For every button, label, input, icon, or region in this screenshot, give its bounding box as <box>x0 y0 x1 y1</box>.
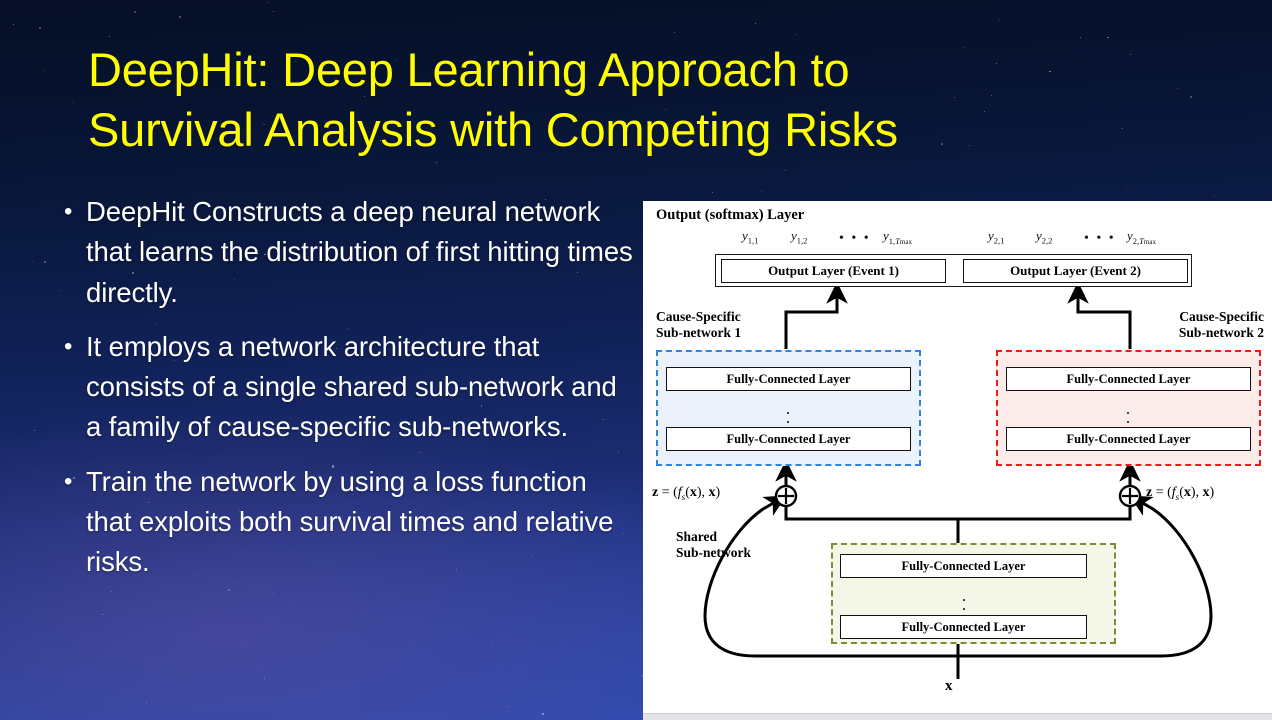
vertical-ellipsis-sub2: ... <box>1125 399 1131 435</box>
input-x-label: x <box>945 678 953 694</box>
y-label-2-1: y2,1 <box>988 228 1005 246</box>
y-label-2-tmax: y2,Tmax <box>1127 228 1156 246</box>
bullet-marker-icon: • <box>64 198 73 225</box>
bullet-text: It employs a network architecture that c… <box>86 330 617 443</box>
list-item: • Train the network by using a loss func… <box>56 462 638 583</box>
y-label-1-1: y1,1 <box>742 228 759 246</box>
ellipsis-event2: • • • <box>1084 231 1116 246</box>
page-title: DeepHit: Deep Learning Approach to Survi… <box>88 43 898 156</box>
figure-bottom-strip <box>643 713 1272 720</box>
cause-specific-subnetwork-1-label: Cause-Specific Sub-network 1 <box>656 309 742 340</box>
vertical-ellipsis-sub1: ... <box>785 399 791 435</box>
fc-layer-sub2-top: Fully-Connected Layer <box>1006 367 1251 391</box>
y-label-1-tmax: y1,Tmax <box>883 228 912 246</box>
architecture-diagram-image: Output (softmax) Layer y1,1 y1,2 • • • y… <box>643 201 1272 713</box>
output-layer-event2-box: Output Layer (Event 2) <box>963 259 1188 283</box>
fc-layer-shared-bottom: Fully-Connected Layer <box>840 615 1087 639</box>
bullet-text: Train the network by using a loss functi… <box>86 465 614 578</box>
ellipsis-event1: • • • <box>839 231 871 246</box>
y-label-2-2: y2,2 <box>1036 228 1053 246</box>
fc-layer-shared-top: Fully-Connected Layer <box>840 554 1087 578</box>
bullet-text: DeepHit Constructs a deep neural network… <box>86 196 633 308</box>
z-formula-left: z = (fs(x), x) <box>652 485 721 502</box>
bullet-marker-icon: • <box>64 332 73 360</box>
vertical-ellipsis-shared: ... <box>961 586 967 623</box>
bullet-marker-icon: • <box>64 467 73 495</box>
list-item: • DeepHit Constructs a deep neural netwo… <box>56 192 638 313</box>
output-softmax-layer-label: Output (softmax) Layer <box>656 207 805 223</box>
output-layer-event1-box: Output Layer (Event 1) <box>721 259 946 283</box>
y-label-1-2: y1,2 <box>791 228 808 246</box>
output-layer-container: Output Layer (Event 1) Output Layer (Eve… <box>715 254 1192 287</box>
cause-specific-subnetwork-2-label: Cause-Specific Sub-network 2 <box>1178 309 1264 340</box>
list-item: • It employs a network architecture that… <box>56 327 638 448</box>
bullet-list: • DeepHit Constructs a deep neural netwo… <box>56 192 638 597</box>
fc-layer-sub2-bottom: Fully-Connected Layer <box>1006 427 1251 451</box>
z-formula-right: z = (fs(x), x) <box>1146 485 1215 502</box>
shared-subnetwork-label: Shared Sub-network <box>676 529 752 560</box>
fc-layer-sub1-bottom: Fully-Connected Layer <box>666 427 911 451</box>
fc-layer-sub1-top: Fully-Connected Layer <box>666 367 911 391</box>
